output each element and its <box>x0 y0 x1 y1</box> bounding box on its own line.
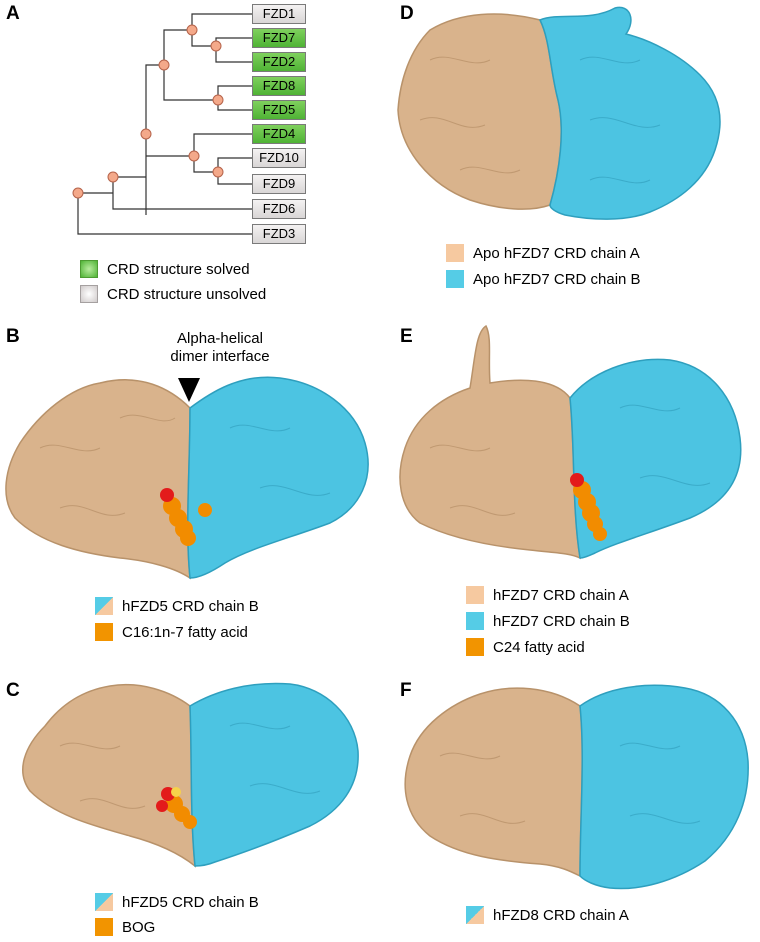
structure-c <box>22 682 359 868</box>
interface-arrowhead <box>178 378 200 402</box>
tree-node <box>140 128 152 140</box>
legend-c-chain-label: hFZD5 CRD chain B <box>122 893 259 911</box>
ligand-c16-fatty-acid <box>160 488 212 546</box>
tree-node <box>212 94 224 106</box>
legend-d-chain-a: Apo hFZD7 CRD chain A <box>446 244 640 262</box>
solved-swatch <box>80 260 98 278</box>
legend-b-ligand-label: C16:1n-7 fatty acid <box>122 623 248 641</box>
leaf-fzd3: FZD3 <box>252 224 306 244</box>
legend-c-ligand-label: BOG <box>122 918 156 936</box>
legend-d-chain-a-label: Apo hFZD7 CRD chain A <box>473 244 640 262</box>
tree-node <box>210 40 222 52</box>
panel-b-label: B <box>6 326 20 347</box>
dimer-interface-label: Alpha-helical dimer interface <box>170 330 270 365</box>
leaf-fzd5: FZD5 <box>252 100 306 120</box>
panel-c-label: C <box>6 680 20 701</box>
panel-e-label: E <box>400 326 413 347</box>
tree-node <box>212 166 224 178</box>
tan-swatch <box>446 244 464 262</box>
leaf-fzd8: FZD8 <box>252 76 306 96</box>
legend-unsolved: CRD structure unsolved <box>80 285 266 303</box>
legend-d-chain-b: Apo hFZD7 CRD chain B <box>446 270 641 288</box>
legend-e-chain-a: hFZD7 CRD chain A <box>466 586 629 604</box>
legend-e-ligand: C24 fatty acid <box>466 638 585 656</box>
legend-e-chain-a-label: hFZD7 CRD chain A <box>493 586 629 604</box>
tree-node <box>72 187 84 199</box>
legend-b-chain-label: hFZD5 CRD chain B <box>122 597 259 615</box>
ligand-c24-fatty-acid <box>570 473 607 541</box>
panel-d-label: D <box>400 3 414 24</box>
tree-node <box>186 24 198 36</box>
legend-b-chain: hFZD5 CRD chain B <box>95 597 259 615</box>
legend-c-chain: hFZD5 CRD chain B <box>95 893 259 911</box>
leaf-fzd6: FZD6 <box>252 199 306 219</box>
panel-a-label: A <box>6 3 20 24</box>
orange-swatch <box>95 918 113 936</box>
leaf-fzd7: FZD7 <box>252 28 306 48</box>
legend-solved: CRD structure solved <box>80 260 250 278</box>
legend-e-chain-b: hFZD7 CRD chain B <box>466 612 630 630</box>
legend-e-ligand-label: C24 fatty acid <box>493 638 585 656</box>
tan-swatch <box>466 586 484 604</box>
legend-b-ligand: C16:1n-7 fatty acid <box>95 623 248 641</box>
split-swatch <box>95 893 113 911</box>
legend-solved-label: CRD structure solved <box>107 260 250 278</box>
split-swatch <box>95 597 113 615</box>
leaf-fzd2: FZD2 <box>252 52 306 72</box>
cyan-swatch <box>466 612 484 630</box>
structure-e <box>399 324 742 560</box>
cyan-swatch <box>446 270 464 288</box>
leaf-fzd10: FZD10 <box>252 148 306 168</box>
legend-c-ligand: BOG <box>95 918 155 936</box>
tree-node <box>107 171 119 183</box>
structure-b <box>5 376 369 580</box>
legend-f-chain: hFZD8 CRD chain A <box>466 906 629 924</box>
panel-f-label: F <box>400 680 412 701</box>
leaf-fzd9: FZD9 <box>252 174 306 194</box>
legend-d-chain-b-label: Apo hFZD7 CRD chain B <box>473 270 641 288</box>
tree-node <box>188 150 200 162</box>
legend-unsolved-label: CRD structure unsolved <box>107 285 267 303</box>
leaf-fzd4: FZD4 <box>252 124 306 144</box>
leaf-fzd1: FZD1 <box>252 4 306 24</box>
unsolved-swatch <box>80 285 98 303</box>
ligand-bog <box>156 787 197 829</box>
structure-d <box>397 6 721 220</box>
tree-node <box>158 59 170 71</box>
orange-swatch <box>466 638 484 656</box>
split-swatch <box>466 906 484 924</box>
legend-e-chain-b-label: hFZD7 CRD chain B <box>493 612 630 630</box>
legend-f-chain-label: hFZD8 CRD chain A <box>493 906 629 924</box>
structure-f <box>404 684 749 890</box>
orange-swatch <box>95 623 113 641</box>
phylogenetic-tree <box>72 13 252 235</box>
